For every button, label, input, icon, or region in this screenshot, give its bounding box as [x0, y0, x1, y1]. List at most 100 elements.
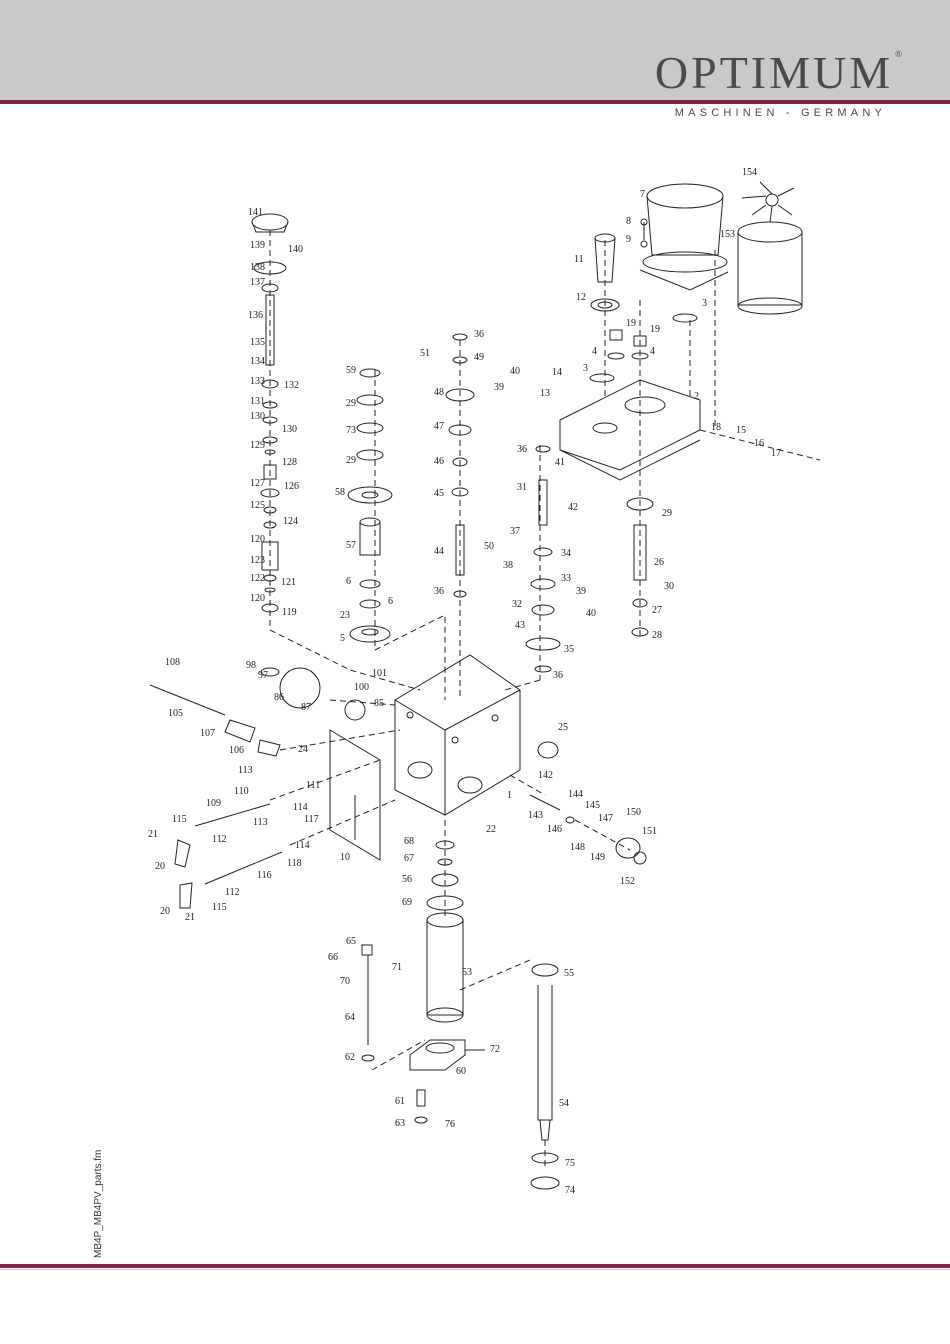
quill-sleeve	[426, 840, 464, 1023]
part-callout: 25	[558, 722, 568, 733]
part-callout: 35	[564, 644, 574, 655]
part-callout: 114	[295, 840, 310, 851]
registered-mark: ®	[895, 49, 902, 59]
part-callout: 100	[354, 682, 369, 693]
part-callout: 108	[165, 657, 180, 668]
part-callout: 19	[650, 324, 660, 335]
part-callout: 97	[258, 670, 268, 681]
part-callout: 9	[626, 234, 631, 245]
motor-shaft-column	[626, 497, 654, 637]
part-callout: 98	[246, 660, 256, 671]
part-callout: 39	[576, 586, 586, 597]
part-callout: 121	[281, 577, 296, 588]
part-callout: 144	[568, 789, 583, 800]
footer-rule	[0, 1269, 950, 1270]
part-callout: 139	[250, 240, 265, 251]
part-callout: 149	[590, 852, 605, 863]
part-callout: 28	[652, 630, 662, 641]
part-callout: 126	[284, 481, 299, 492]
part-callout: 49	[474, 352, 484, 363]
part-callout: 132	[284, 380, 299, 391]
part-callout: 32	[512, 599, 522, 610]
part-callout: 47	[434, 421, 444, 432]
part-callout: 55	[564, 968, 574, 979]
quill-gear-column	[347, 368, 393, 643]
part-callout: 146	[547, 824, 562, 835]
part-callout: 116	[257, 870, 272, 881]
part-callout: 36	[517, 444, 527, 455]
part-callout: 43	[515, 620, 525, 631]
part-callout: 152	[620, 876, 635, 887]
part-callout: 57	[346, 540, 356, 551]
part-callout: 143	[528, 810, 543, 821]
part-callout: 41	[555, 457, 565, 468]
part-callout: 6	[346, 576, 351, 587]
left-spindle-stack	[251, 213, 289, 613]
part-callout: 29	[346, 455, 356, 466]
part-callout: 76	[445, 1119, 455, 1130]
part-callout: 115	[212, 902, 227, 913]
part-callout: 147	[598, 813, 613, 824]
alignment-dash-lines	[269, 230, 821, 1170]
part-callout: 130	[282, 424, 297, 435]
part-callout: 85	[374, 698, 384, 709]
part-callout: 75	[565, 1158, 575, 1169]
part-callout: 120	[250, 534, 265, 545]
document-filename: MB4P_MB4PV_parts.fm	[93, 1149, 104, 1258]
part-callout: 87	[301, 702, 311, 713]
part-callout: 19	[626, 318, 636, 329]
part-callout: 115	[172, 814, 187, 825]
part-callout: 4	[592, 346, 597, 357]
part-callout: 40	[586, 608, 596, 619]
part-callout: 142	[538, 770, 553, 781]
part-callout: 60	[456, 1066, 466, 1077]
part-callout: 69	[402, 897, 412, 908]
part-callout: 20	[155, 861, 165, 872]
part-callout: 65	[346, 936, 356, 947]
part-callout: 46	[434, 456, 444, 467]
part-callout: 64	[345, 1012, 355, 1023]
gear-shaft-column	[525, 445, 561, 673]
part-callout: 39	[494, 382, 504, 393]
part-callout: 36	[434, 586, 444, 597]
part-callout: 50	[484, 541, 494, 552]
part-callout: 111	[306, 780, 320, 791]
part-callout: 5	[340, 633, 345, 644]
part-callout: 24	[298, 744, 308, 755]
part-callout: 27	[652, 605, 662, 616]
part-callout: 61	[395, 1096, 405, 1107]
brand-logo: OPTIMUM®	[655, 50, 902, 96]
part-callout: 138	[250, 262, 265, 273]
part-callout: 151	[642, 826, 657, 837]
part-callout: 8	[626, 216, 631, 227]
part-callout: 3	[583, 363, 588, 374]
part-callout: 62	[345, 1052, 355, 1063]
part-callout: 58	[335, 487, 345, 498]
part-callout: 12	[576, 292, 586, 303]
feed-lever-assembly	[149, 667, 366, 909]
part-callout: 29	[662, 508, 672, 519]
part-callout: 30	[664, 581, 674, 592]
part-callout: 11	[574, 254, 584, 265]
fine-feed-handwheel	[529, 794, 647, 865]
part-callout: 36	[474, 329, 484, 340]
part-callout: 125	[250, 500, 265, 511]
part-callout: 16	[754, 438, 764, 449]
part-callout: 86	[274, 692, 284, 703]
part-callout: 122	[250, 573, 265, 584]
part-callout: 68	[404, 836, 414, 847]
part-callout: 120	[250, 593, 265, 604]
motor	[639, 183, 729, 291]
gearbox-housing	[394, 654, 559, 816]
part-callout: 71	[392, 962, 402, 973]
spindle-clamp	[409, 1039, 485, 1124]
part-callout: 4	[650, 346, 655, 357]
part-callout: 21	[185, 912, 195, 923]
depth-stop-rod	[361, 944, 375, 1062]
part-callout: 33	[561, 573, 571, 584]
part-callout: 29	[346, 398, 356, 409]
part-callout: 112	[212, 834, 227, 845]
brand-tagline: MASCHINEN - GERMANY	[674, 107, 886, 119]
side-cover-plate	[329, 729, 381, 861]
